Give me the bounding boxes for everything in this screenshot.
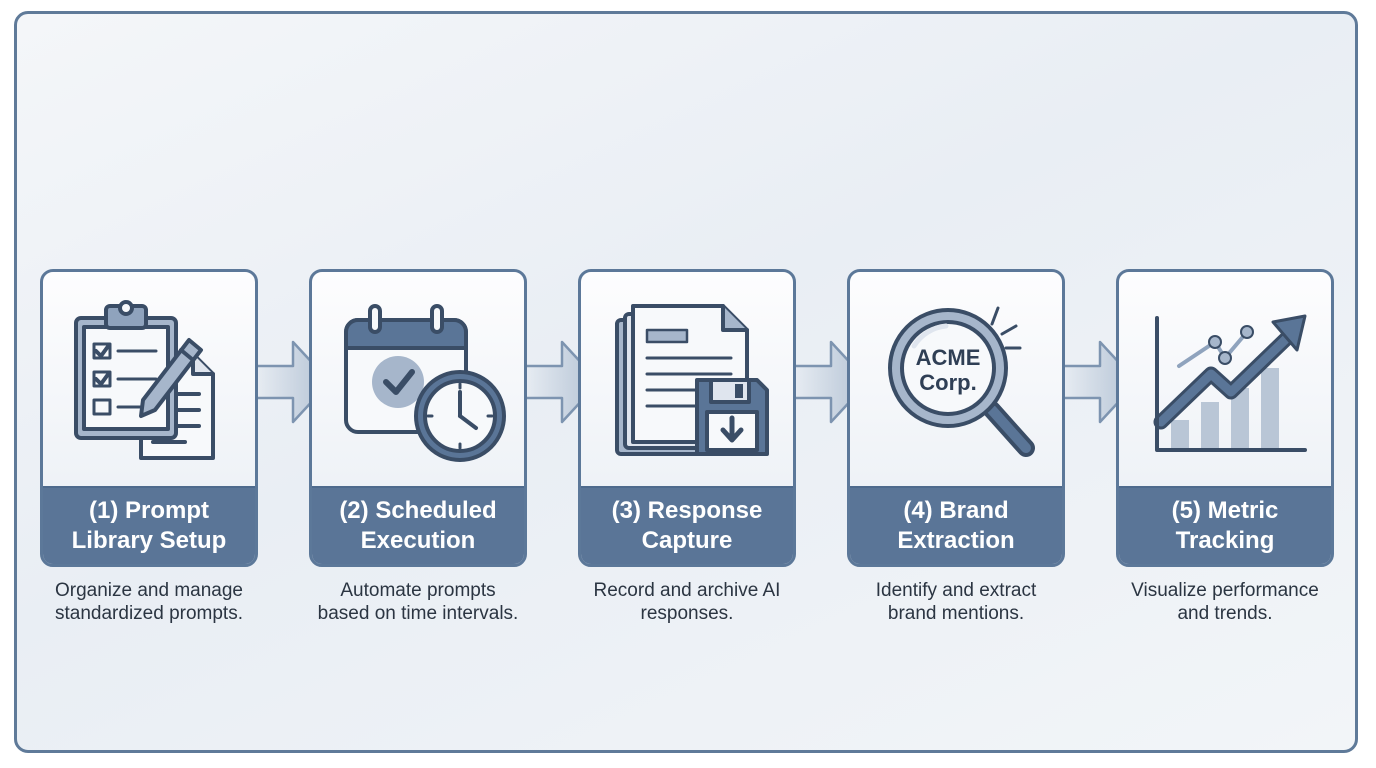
magnifier-text-line2: Corp.: [919, 370, 976, 395]
document-save-icon: [615, 304, 769, 456]
trend-chart-icon: [1153, 314, 1307, 452]
magnifier-icon: ACME Corp.: [888, 306, 1035, 457]
clipboard-checklist-pencil-icon: [74, 300, 215, 460]
calendar-clock-icon: [344, 304, 506, 462]
magnifier-text-line1: ACME: [916, 345, 981, 370]
